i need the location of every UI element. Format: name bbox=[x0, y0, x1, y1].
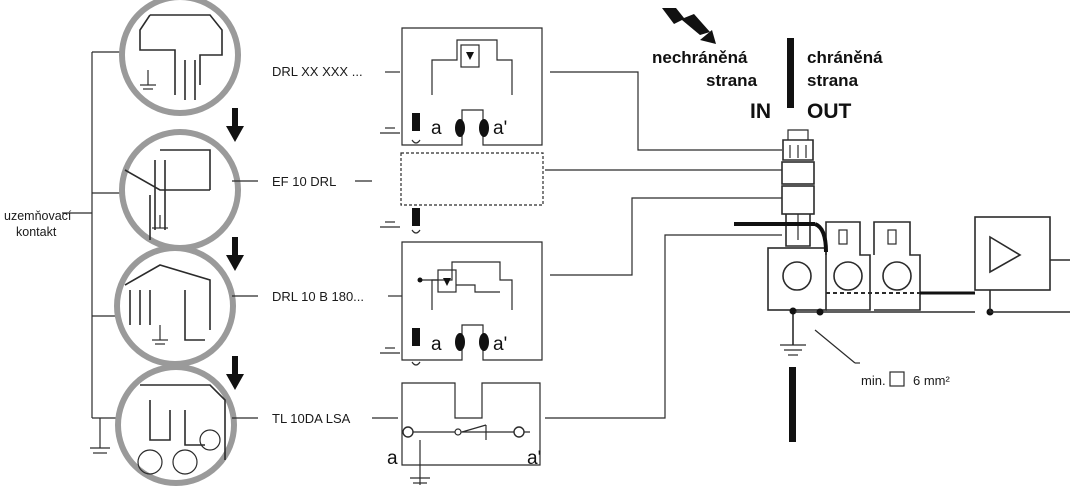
detail-circle-2 bbox=[119, 129, 241, 251]
arrow-1 bbox=[226, 108, 244, 142]
a-prime-label-1: a' bbox=[493, 118, 507, 139]
a-label-3: a bbox=[387, 448, 398, 469]
a-prime-label-2: a' bbox=[493, 334, 507, 355]
arrow-3 bbox=[226, 356, 244, 390]
arrow-2 bbox=[226, 237, 244, 271]
ground-contact-label-1: uzemňovací bbox=[4, 209, 72, 223]
label-tl10da: TL 10DA LSA bbox=[272, 411, 351, 426]
ground-contact-label-2: kontakt bbox=[16, 225, 57, 239]
lightning-icon bbox=[662, 8, 716, 44]
out-label: OUT bbox=[807, 100, 852, 123]
a-label-2: a bbox=[431, 334, 442, 355]
a-prime-label-3: a' bbox=[527, 448, 541, 469]
terminal-block bbox=[734, 129, 1070, 442]
schematic-drl-xx: a a' bbox=[380, 27, 543, 146]
label-drl-xx: DRL XX XXX ... bbox=[272, 64, 363, 79]
protected-side-line2: strana bbox=[807, 71, 859, 90]
protected-side-line1: chráněná bbox=[807, 48, 883, 67]
label-drl10b: DRL 10 B 180... bbox=[272, 289, 364, 304]
cross-section-icon bbox=[889, 371, 905, 387]
detail-circle-3 bbox=[114, 245, 236, 367]
unprotected-side-line2: strana bbox=[706, 71, 758, 90]
schematic-drl10b: a a' bbox=[380, 241, 543, 366]
unprotected-side-line1: nechráněná bbox=[652, 48, 748, 67]
detail-circle-1 bbox=[119, 0, 241, 116]
schematic-ef10 bbox=[380, 152, 544, 234]
label-ef10: EF 10 DRL bbox=[272, 174, 336, 189]
in-label: IN bbox=[750, 100, 771, 123]
protected-device bbox=[974, 216, 1070, 291]
a-label-1: a bbox=[431, 118, 442, 139]
schematic-tl10da: a a' bbox=[387, 382, 541, 485]
min-section-prefix: min. bbox=[861, 373, 886, 388]
min-section-value: 6 mm² bbox=[913, 373, 951, 388]
side-divider bbox=[787, 38, 794, 108]
connection-lines bbox=[545, 71, 782, 419]
detail-circle-4 bbox=[115, 364, 237, 486]
